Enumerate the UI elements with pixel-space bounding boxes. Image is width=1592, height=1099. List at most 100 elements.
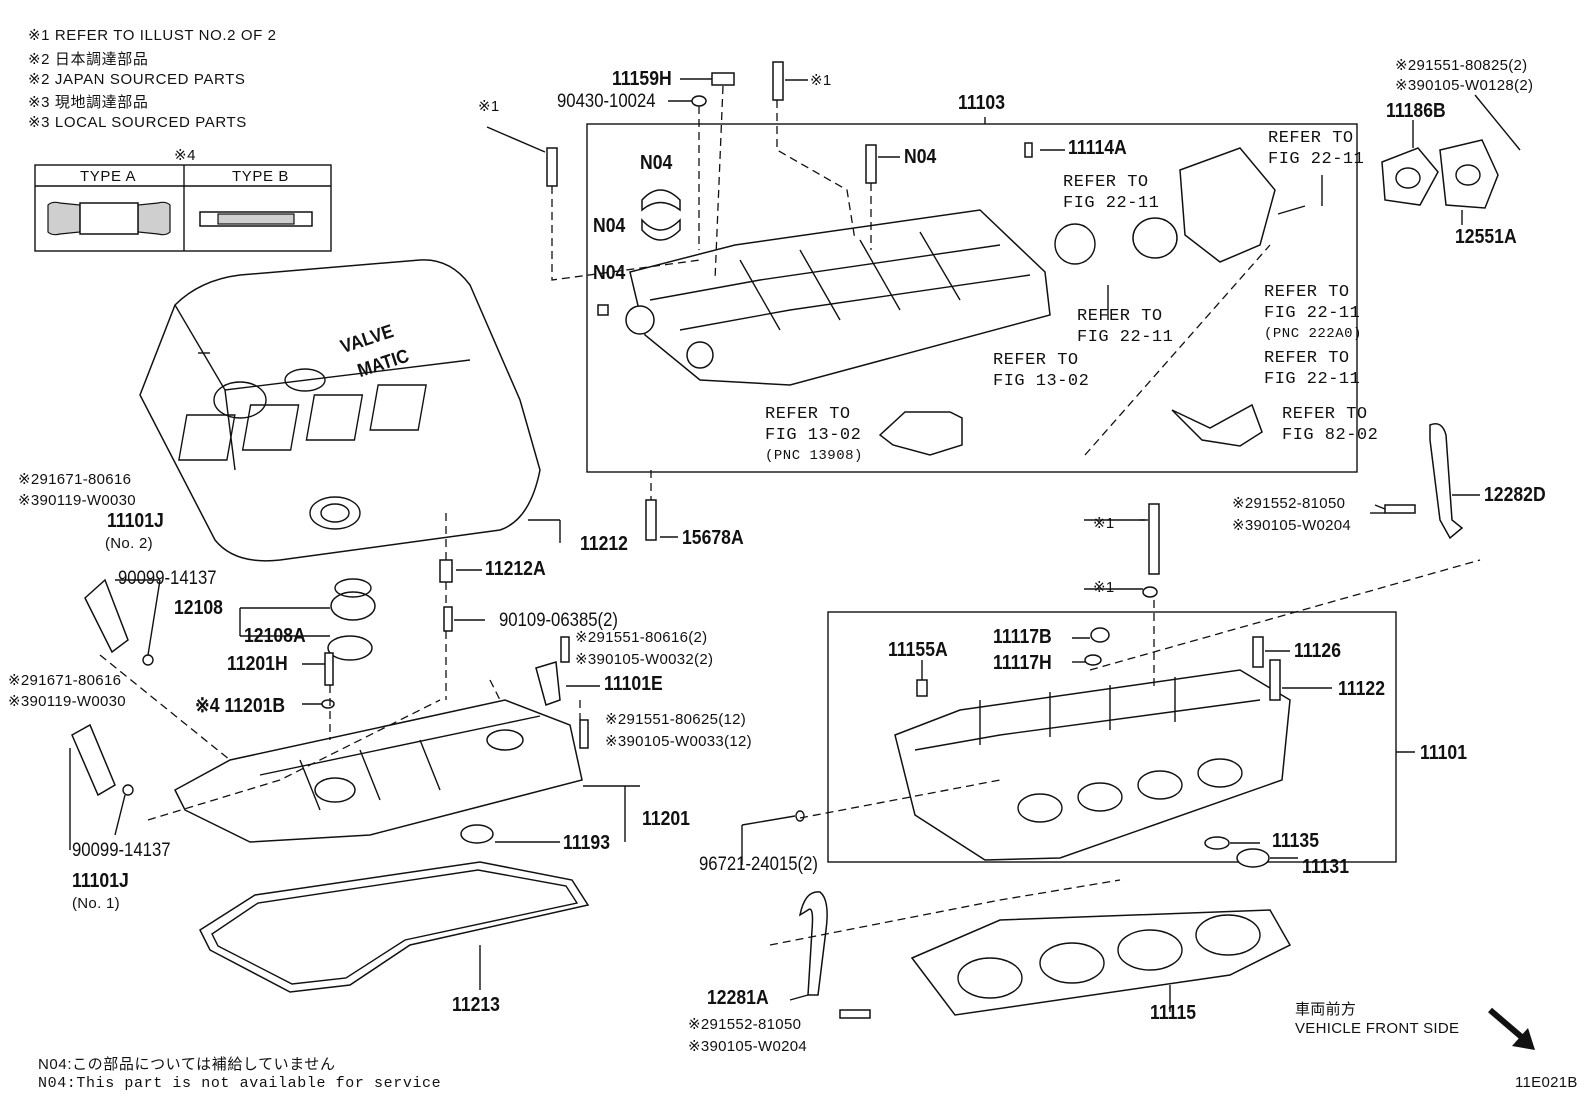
note-3-jp: ※3 現地調達部品: [28, 94, 149, 111]
bracket-13908: [878, 411, 963, 456]
bolt-11201H: [324, 652, 334, 686]
label-left-parts-1: ※291671-80616: [18, 471, 132, 488]
o-ring-a: [142, 654, 154, 666]
label-90099-a: 90099-14137: [118, 568, 217, 589]
washer: [1142, 586, 1158, 598]
note-2-jp: ※2 日本調達部品: [28, 51, 149, 68]
washer-90430: [691, 95, 707, 107]
plug-11117B: [1090, 627, 1110, 643]
label-11131: 11131: [1302, 856, 1350, 878]
label-n04-d: N04: [904, 146, 937, 168]
label-11101J-no1: 11101J: [72, 870, 129, 892]
label-11101J-no2: 11101J: [107, 510, 164, 532]
label-s1-bolt: ※1: [1093, 515, 1115, 532]
gasket-11186B: [1381, 147, 1439, 206]
bolt-top: [772, 61, 784, 101]
label-11126: 11126: [1294, 640, 1342, 662]
label-11117H: 11117H: [993, 652, 1052, 674]
label-mid-parts-4: ※390105-W0033(12): [605, 733, 752, 750]
label-11159H: 11159H: [612, 68, 672, 90]
label-s1-top: ※1: [810, 72, 832, 89]
note-2-en: ※2 JAPAN SOURCED PARTS: [28, 71, 246, 88]
front-label-jp: 車両前方: [1295, 1001, 1357, 1018]
note-3-en: ※3 LOCAL SOURCED PARTS: [28, 114, 247, 131]
washer-11201B: [321, 699, 335, 709]
bolt-n04: [865, 144, 877, 184]
hook-12282D: [1429, 423, 1464, 540]
valve-cover: [174, 699, 583, 843]
type-b-label: TYPE B: [232, 168, 289, 185]
hook-12281A: [798, 891, 828, 996]
bolt-90109: [443, 606, 453, 632]
gasket-11213: [199, 861, 590, 993]
label-11117B: 11117B: [993, 626, 1052, 648]
bolt-right: [1384, 504, 1416, 514]
seal-11193: [460, 824, 494, 844]
type-table: [34, 164, 332, 252]
type-table-header: ※4: [174, 147, 197, 164]
label-r-parts-2: ※390105-W0204: [1232, 517, 1352, 534]
label-12551A: 12551A: [1455, 226, 1517, 248]
label-left-parts-4: ※390119-W0030: [8, 693, 126, 710]
label-90109: 90109-06385(2): [499, 610, 618, 631]
label-11186B: 11186B: [1386, 100, 1446, 122]
label-12282D: 12282D: [1484, 484, 1546, 506]
ocv-no2: [84, 578, 129, 654]
label-11201H: 11201H: [227, 653, 288, 675]
note-1: ※1 REFER TO ILLUST NO.2 OF 2: [28, 27, 277, 44]
label-left-parts-3: ※291671-80616: [8, 672, 122, 689]
label-b-parts-1: ※291552-81050: [688, 1016, 802, 1033]
bracket-11159H: [711, 72, 735, 86]
label-n04-c: N04: [593, 262, 626, 284]
label-11122: 11122: [1338, 678, 1386, 700]
guide-11126: [1252, 636, 1264, 668]
front-label-en: VEHICLE FRONT SIDE: [1295, 1020, 1460, 1037]
bolt-left: [546, 147, 558, 187]
n04-bearing-a: [641, 189, 681, 212]
oil-cap: [330, 591, 376, 621]
label-tr-parts-2: ※390105-W0128(2): [1395, 77, 1534, 94]
label-11101J-no1-sub: (No. 1): [72, 895, 120, 912]
cylinder-head: [894, 669, 1291, 861]
label-s1-left: ※1: [478, 98, 500, 115]
label-11212A: 11212A: [485, 558, 546, 580]
bolt-bottom: [839, 1009, 871, 1019]
label-11212: 11212: [580, 533, 628, 555]
vvt-housing: [1054, 147, 1306, 320]
label-n04-a: N04: [640, 152, 673, 174]
ocv-no1: [71, 723, 116, 797]
label-n04-b: N04: [593, 215, 626, 237]
guide-11122: [1269, 659, 1281, 701]
camshaft-housing: [625, 209, 1051, 386]
cylinder-head-group-box: [827, 611, 1397, 863]
label-mid-parts-1: ※291551-80616(2): [575, 629, 708, 646]
figure-id: 11E021B: [1515, 1074, 1578, 1091]
label-11135: 11135: [1272, 830, 1320, 852]
cam-sensor: [535, 661, 561, 706]
label-s1-washer: ※1: [1093, 579, 1115, 596]
label-12108A: 12108A: [244, 625, 306, 647]
head-gasket: [910, 909, 1292, 1016]
label-11155A: 11155A: [888, 639, 948, 661]
bolt-mid-2: [579, 719, 589, 749]
stud-11212A: [439, 559, 453, 583]
label-90430: 90430-10024: [557, 91, 656, 112]
label-11115: 11115: [1150, 1002, 1197, 1024]
label-96721: 96721-24015(2): [699, 854, 818, 875]
label-11101: 11101: [1420, 742, 1468, 764]
label-90099-b: 90099-14137: [72, 840, 171, 861]
n04-nut: [597, 304, 609, 316]
label-11213: 11213: [452, 994, 500, 1016]
label-11193: 11193: [563, 832, 611, 854]
front-arrow: [1488, 1007, 1535, 1050]
plug-11117H: [1084, 654, 1102, 666]
bracket-8202: [1171, 403, 1263, 447]
label-11101E: 11101E: [604, 673, 663, 695]
label-12108: 12108: [174, 597, 223, 619]
label-b-parts-2: ※390105-W0204: [688, 1038, 808, 1055]
